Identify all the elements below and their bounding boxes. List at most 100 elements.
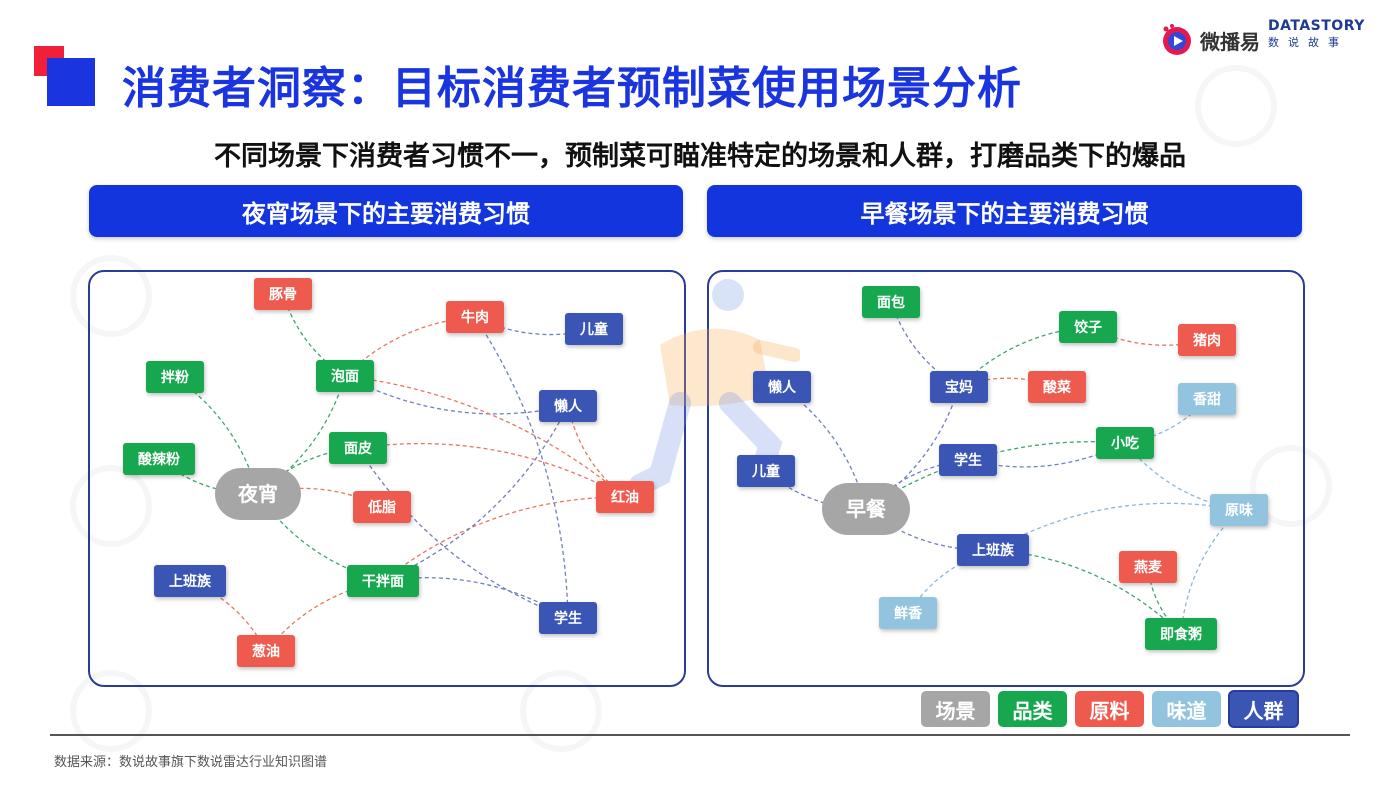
graph-node-box [930,371,988,403]
graph-edge [1180,509,1240,635]
graph-node-congyou: 葱油 [237,635,295,667]
datastory-logo: DATASTORY 数说故事 [1268,18,1378,50]
watermark-logo [70,255,152,337]
graph-node-label: 原味 [1225,503,1253,519]
graph-edge [382,405,569,582]
graph-node-box [753,371,811,403]
graph-node-label: 拌粉 [161,369,189,386]
graph-node-paomian: 泡面 [316,360,374,392]
graph-node-box [215,468,301,520]
graph-node-label: 红油 [611,489,639,506]
graph-node-box [237,635,295,667]
graph-node-box [1059,311,1117,343]
graph-edge [357,447,569,619]
graph-node-box [353,491,411,523]
graph-node-box [146,361,204,393]
right-section-header: 早餐场景下的主要消费习惯 [707,185,1302,237]
graph-edge [865,459,969,510]
footer-divider [50,734,1350,736]
graph-node-label: 夜宵 [237,482,278,506]
graph-node-box [957,534,1029,566]
graph-node-lanren: 懒人 [539,390,597,422]
graph-node-box [154,565,226,597]
graph-node-box [446,301,504,333]
graph-edge [382,496,626,582]
graph-node-box [1210,494,1268,526]
legend-ingredient: 原料 [1075,691,1144,727]
legend-crowd: 人群 [1228,690,1299,728]
watermark-logo [70,670,152,752]
graph-node-box [822,483,910,535]
graph-node-box [565,313,623,345]
watermark-logo [520,670,602,752]
graph-node-ertong: 儿童 [737,455,795,487]
graph-node-box [879,597,937,629]
graph-node-label: 低脂 [367,499,396,516]
graph-node-yuanwei: 原味 [1210,494,1268,526]
graph-edge [357,442,626,498]
graph-node-label: 燕麦 [1134,559,1163,576]
graph-node-box [1119,551,1177,583]
graph-node-box [316,360,374,392]
graph-node-box [347,565,419,597]
graph-node-label: 猪肉 [1192,332,1221,349]
graph-edge [344,375,569,415]
graph-node-label: 懒人 [768,379,797,396]
graph-node-lanren: 懒人 [753,371,811,403]
graph-node-shangbanzu: 上班族 [957,534,1029,566]
graph-node-box [1028,371,1086,403]
graph-node-xiaochi: 小吃 [1096,427,1154,459]
graph-node-yexiao: 夜宵 [215,468,301,520]
play-icon [1163,24,1191,55]
right-panel [707,270,1305,687]
graph-node-box [329,432,387,464]
graph-node-label: 学生 [954,452,982,469]
graph-node-box [254,278,312,310]
graph-node-label: 上班族 [972,542,1015,559]
graph-node-dizhi: 低脂 [353,491,411,523]
graph-node-suancai: 酸菜 [1028,371,1086,403]
graph-node-xuesheng: 学生 [939,444,997,476]
graph-edge [992,549,1182,635]
graph-edge [344,375,626,498]
graph-node-zaocan: 早餐 [822,483,910,535]
graph-node-label: 泡面 [331,368,359,385]
graph-node-label: 牛肉 [461,309,489,326]
watermark-logo [1250,445,1332,527]
graph-node-xiangtian: 香甜 [1178,383,1236,415]
legend-scene: 场景 [921,691,990,727]
graph-edge [992,502,1240,551]
left-section-header: 夜宵场景下的主要消费习惯 [89,185,683,237]
watermark-logo [70,465,152,547]
graph-node-label: 香甜 [1192,391,1221,408]
graph-node-box [939,444,997,476]
right-panel-edges [765,301,1240,635]
graph-node-label: 小吃 [1111,435,1139,452]
graph-node-box [862,286,920,318]
graph-node-ganbanmian: 干拌面 [347,565,419,597]
graph-node-box [1096,427,1154,459]
graph-node-box [1178,324,1236,356]
graph-node-box [1145,618,1217,650]
graph-edge [865,386,960,510]
graph-node-label: 学生 [554,610,582,627]
graph-node-niurou: 牛肉 [446,301,504,333]
graph-edge [257,493,384,582]
graph-node-shangbanzu: 上班族 [154,565,226,597]
graph-node-label: 儿童 [751,463,780,480]
graph-node-hongyou: 红油 [596,481,654,513]
graph-node-tungu: 豚骨 [254,278,312,310]
graph-node-label: 葱油 [252,643,280,660]
graph-node-mianbao: 面包 [862,286,920,318]
weibo-logo: 微播易 [1160,20,1260,60]
datastory-logo-subtext: 数说故事 [1268,36,1348,49]
graph-node-mianpi: 面皮 [329,432,387,464]
graph-node-xianxiang: 鲜香 [879,597,937,629]
page-title: 消费者洞察：目标消费者预制菜使用场景分析 [122,63,1022,114]
graph-node-box [539,390,597,422]
graph-node-label: 酸辣粉 [138,451,180,468]
graph-node-banfen: 拌粉 [146,361,204,393]
legend-category: 品类 [998,691,1067,727]
graph-node-box [596,481,654,513]
datastory-logo-text: DATASTORY [1268,18,1365,34]
